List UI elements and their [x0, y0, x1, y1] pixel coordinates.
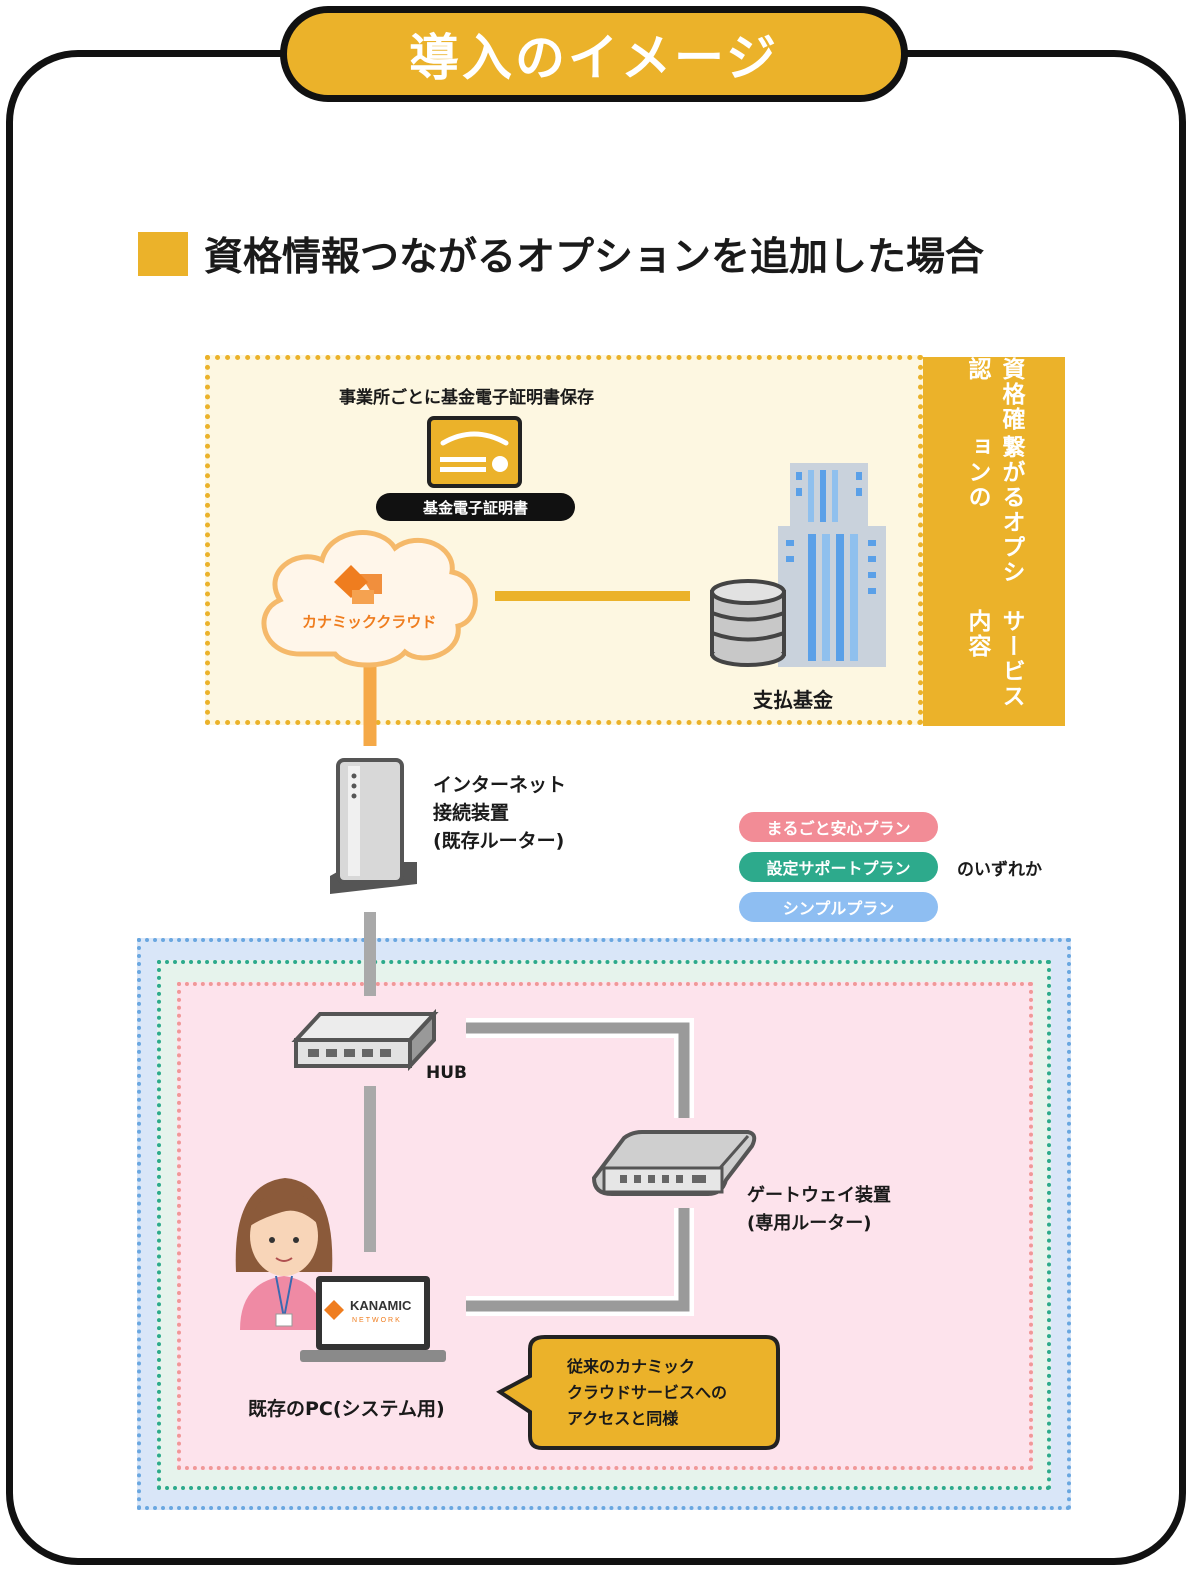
- plans-suffix: のいずれか: [957, 860, 1042, 880]
- staff-person-icon: [235, 1178, 333, 1330]
- router-label-line-3: (既存ルーター): [433, 830, 565, 852]
- building-icon: [778, 463, 886, 667]
- hub-label: HUB: [426, 1063, 467, 1083]
- gateway-to-pc-line-outline: [466, 1208, 694, 1316]
- note-line-3: アクセスと同様: [567, 1409, 679, 1428]
- plan-pill-anshin: まるごと安心プラン: [739, 812, 938, 842]
- page-title: 導入のイメージ: [280, 6, 908, 102]
- plan-pill-support: 設定サポートプラン: [739, 852, 938, 882]
- laptop-sub-text: NETWORK: [352, 1317, 402, 1324]
- laptop-brand-text: KANAMIC: [350, 1298, 412, 1313]
- hub-icon: [291, 1008, 439, 1072]
- section-title: 資格情報つながるオプションを追加した場合: [204, 235, 985, 280]
- gateway-label-line-2: (専用ルーター): [747, 1213, 872, 1234]
- note-callout-icon: [496, 1335, 780, 1450]
- database-icon: [710, 579, 786, 667]
- cloud-label: カナミッククラウド: [302, 613, 437, 631]
- plan-pill-simple: シンプルプラン: [739, 892, 938, 922]
- router-label-line-1: インターネット: [433, 774, 567, 796]
- side-label-line-1: 資格確認: [964, 357, 1024, 432]
- service-side-label: 資格確認 繋がるオプションの サービス内容: [923, 357, 1065, 726]
- laptop-icon: KANAMIC NETWORK: [300, 1276, 446, 1362]
- router-label: インターネット 接続装置 (既存ルーター): [433, 771, 566, 855]
- gateway-to-pc-line: [466, 1208, 690, 1312]
- pc-label: 既存のPC(システム用): [248, 1398, 445, 1420]
- router-label-line-2: 接続装置: [433, 802, 510, 824]
- storage-note: 事業所ごとに基金電子証明書保存: [339, 388, 594, 408]
- hub-to-gateway-line: [466, 1022, 690, 1118]
- gateway-icon: [591, 1130, 757, 1196]
- section-marker: [138, 232, 188, 276]
- note-line-2: クラウドサービスへの: [567, 1383, 728, 1402]
- certificate-card-icon: [427, 416, 522, 488]
- gateway-label: ゲートウェイ装置 (専用ルーター): [747, 1182, 891, 1238]
- certificate-label: 基金電子証明書: [376, 493, 575, 521]
- gateway-label-line-1: ゲートウェイ装置: [747, 1185, 891, 1206]
- side-label-line-2: 繋がるオプションの: [964, 434, 1024, 585]
- note-line-1: 従来のカナミック: [567, 1357, 696, 1376]
- note-text: 従来のカナミック クラウドサービスへの アクセスと同様: [567, 1354, 727, 1432]
- cloud-icon: [261, 530, 478, 668]
- hub-to-gateway-line-outline: [466, 1018, 694, 1118]
- fund-label: 支払基金: [753, 688, 833, 712]
- router-icon: [330, 758, 417, 894]
- side-label-line-3: サービス内容: [964, 609, 1024, 710]
